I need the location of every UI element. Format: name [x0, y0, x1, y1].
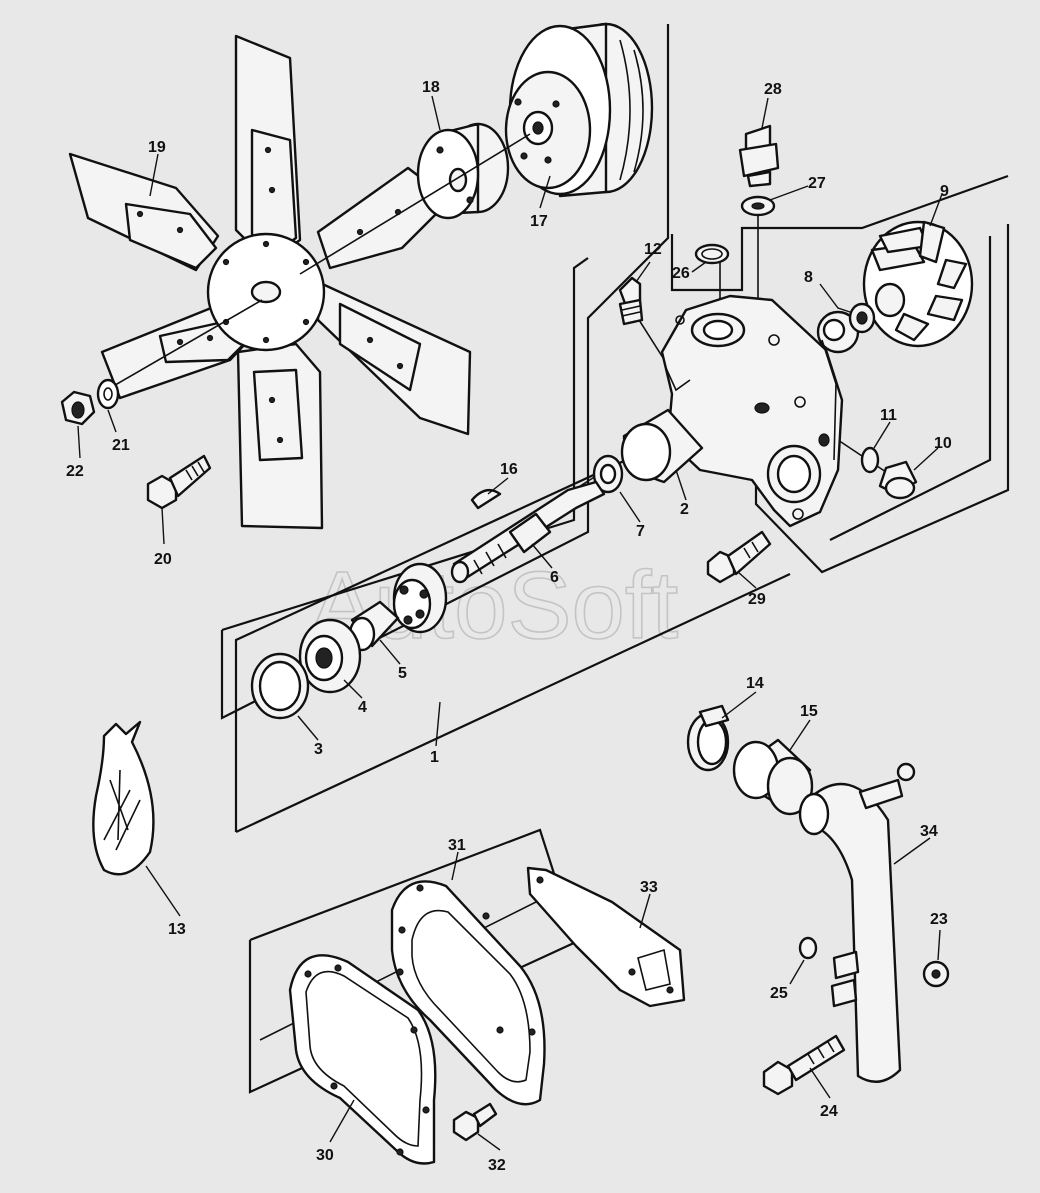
- repair-kit-bag: [92, 720, 155, 876]
- fan-nut: [60, 390, 96, 426]
- fan-spacer: [416, 122, 510, 220]
- callout-12: 12: [644, 241, 662, 258]
- water-pump-housing: [620, 294, 844, 528]
- callout-2: 2: [680, 501, 689, 518]
- bracket-33: [526, 866, 686, 1008]
- pump-plate-31: [390, 880, 546, 1106]
- bolt-29: [706, 530, 772, 584]
- callout-18: 18: [422, 79, 440, 96]
- callout-31: 31: [448, 837, 466, 854]
- drain-plug-10: [878, 460, 918, 500]
- nut-25: [798, 936, 818, 960]
- coolant-pipe-34: [798, 762, 916, 1083]
- temperature-sensor: [618, 276, 644, 326]
- bearing-hub: [392, 562, 448, 634]
- nut-23: [922, 960, 950, 988]
- seal-ring-3: [250, 652, 310, 720]
- callout-28: 28: [764, 81, 782, 98]
- fan-washer: [96, 378, 120, 410]
- callout-3: 3: [314, 741, 323, 758]
- callout-33: 33: [640, 879, 658, 896]
- callout-17: 17: [530, 213, 548, 230]
- gasket-30: [288, 954, 437, 1165]
- callout-10: 10: [934, 435, 952, 452]
- callout-11: 11: [880, 407, 897, 424]
- callout-26: 26: [672, 265, 690, 282]
- pump-shaft: [450, 480, 606, 584]
- hose-15: [732, 738, 814, 816]
- impeller: [862, 220, 974, 348]
- bolt-20: [146, 454, 212, 510]
- callout-6: 6: [550, 569, 559, 586]
- callout-20: 20: [154, 551, 172, 568]
- callout-13: 13: [168, 921, 186, 938]
- callout-30: 30: [316, 1147, 334, 1164]
- callout-29: 29: [748, 591, 766, 608]
- callout-34: 34: [920, 823, 938, 840]
- callout-32: 32: [488, 1157, 506, 1174]
- ball-bearing-4: [298, 618, 362, 694]
- callout-4: 4: [358, 699, 367, 716]
- assembly-frame: [220, 24, 1010, 1094]
- woodruff-key: [470, 488, 502, 510]
- callout-8: 8: [804, 269, 813, 286]
- o-ring-11: [860, 446, 880, 474]
- fan-blade-assembly: [68, 34, 472, 530]
- callout-9: 9: [940, 183, 949, 200]
- callout-16: 16: [500, 461, 518, 478]
- o-ring-26: [694, 243, 730, 265]
- mechanical-seal: [816, 302, 876, 354]
- bolt-24: [762, 1034, 846, 1096]
- hose-clamp-14: [686, 704, 730, 772]
- oil-seal-7: [592, 454, 624, 494]
- callout-labels: 1 2 3 4 5 6 7 8 9 10 11 12 13 14 15 16 1…: [66, 79, 952, 1174]
- bolt-32: [452, 1102, 498, 1142]
- callout-5: 5: [398, 665, 407, 682]
- callout-22: 22: [66, 463, 84, 480]
- plug-28: [738, 124, 780, 188]
- callout-24: 24: [820, 1103, 838, 1120]
- washer-27: [740, 195, 776, 217]
- water-pump-pulley: [504, 22, 654, 198]
- callout-7: 7: [636, 523, 645, 540]
- callout-25: 25: [770, 985, 788, 1002]
- callout-23: 23: [930, 911, 948, 928]
- fan-bolt-holes: [136, 146, 404, 444]
- callout-27: 27: [808, 175, 826, 192]
- callout-21: 21: [112, 437, 130, 454]
- callout-19: 19: [148, 139, 166, 156]
- callout-leaders: [77, 95, 943, 1151]
- callout-1: 1: [430, 749, 439, 766]
- callout-15: 15: [800, 703, 818, 720]
- callout-14: 14: [746, 675, 764, 692]
